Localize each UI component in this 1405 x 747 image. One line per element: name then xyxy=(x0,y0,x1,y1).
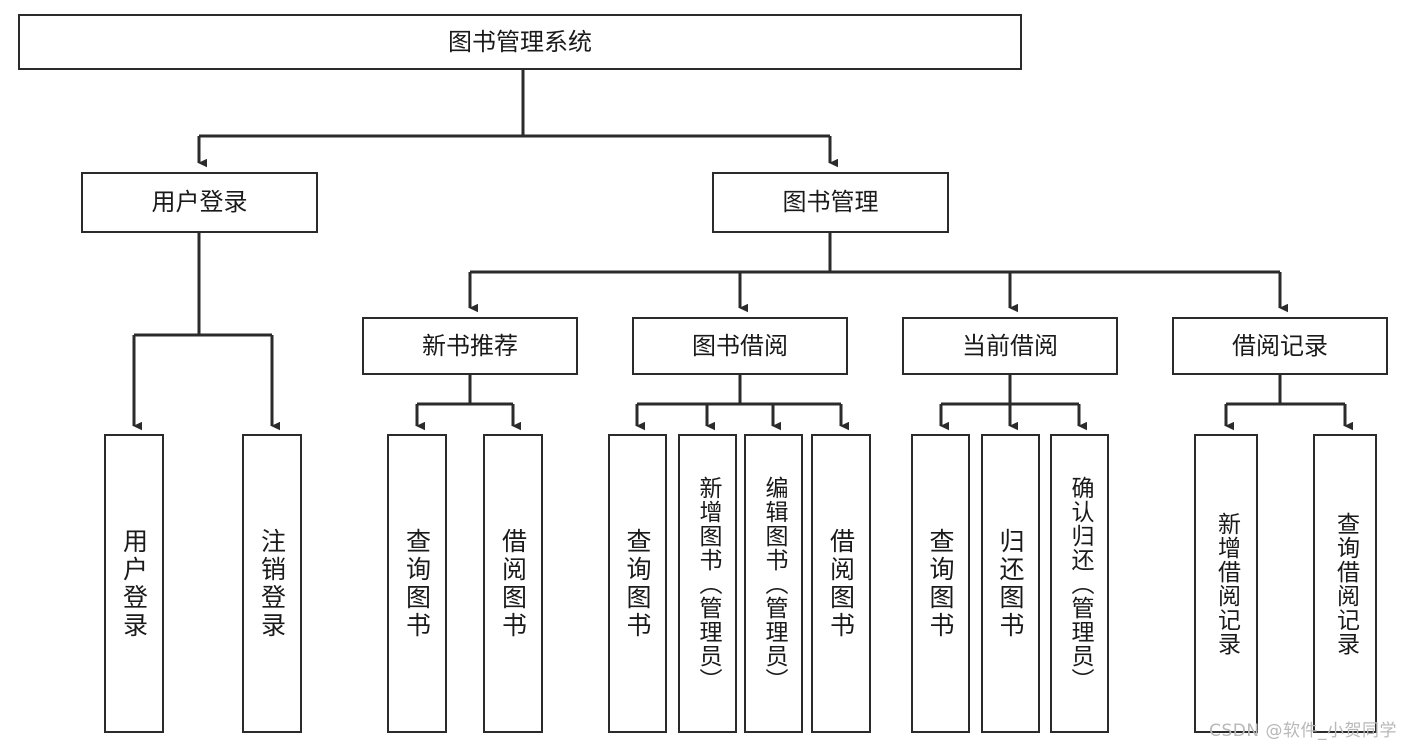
node-label: 查询图书 xyxy=(402,527,432,640)
node-label: 注销登录 xyxy=(257,527,287,640)
node-user-login[interactable]: 用户登录 xyxy=(81,172,318,233)
node-leaf-query-book-borrow[interactable]: 查询图书 xyxy=(608,434,667,733)
node-label: 确认归还（管理员） xyxy=(1067,475,1093,692)
node-label: 用户登录 xyxy=(119,527,149,640)
node-leaf-query-book-current[interactable]: 查询图书 xyxy=(911,434,970,733)
node-leaf-edit-book-admin[interactable]: 编辑图书（管理员） xyxy=(744,434,803,733)
node-new-book-recommend[interactable]: 新书推荐 xyxy=(362,317,578,375)
node-label: 图书管理系统 xyxy=(448,27,592,56)
node-label: 图书管理 xyxy=(782,188,879,217)
node-leaf-user-login[interactable]: 用户登录 xyxy=(104,434,164,733)
node-leaf-add-borrow-record[interactable]: 新增借阅记录 xyxy=(1194,434,1258,733)
node-label: 借阅图书 xyxy=(498,527,528,640)
node-leaf-add-book-admin[interactable]: 新增图书（管理员） xyxy=(678,434,737,733)
node-leaf-logout[interactable]: 注销登录 xyxy=(242,434,302,733)
node-label: 借阅图书 xyxy=(826,527,856,640)
node-leaf-query-book-new[interactable]: 查询图书 xyxy=(387,434,447,733)
csdn-watermark: CSDN @软件_小贺同学 xyxy=(1209,721,1397,741)
node-book-management[interactable]: 图书管理 xyxy=(712,172,949,233)
node-label: 图书借阅 xyxy=(692,331,788,360)
node-leaf-query-borrow-record[interactable]: 查询借阅记录 xyxy=(1313,434,1377,733)
node-label: 新增图书（管理员） xyxy=(695,475,721,692)
node-book-borrow[interactable]: 图书借阅 xyxy=(632,317,848,375)
node-current-borrow[interactable]: 当前借阅 xyxy=(902,317,1118,375)
node-borrow-record[interactable]: 借阅记录 xyxy=(1172,317,1388,375)
node-label: 编辑图书（管理员） xyxy=(761,475,787,692)
node-leaf-borrow-book-new[interactable]: 借阅图书 xyxy=(483,434,543,733)
node-label: 查询图书 xyxy=(623,527,652,640)
node-label: 新书推荐 xyxy=(422,331,518,360)
node-label: 用户登录 xyxy=(151,188,248,217)
node-label: 查询借阅记录 xyxy=(1332,511,1359,656)
node-label: 归还图书 xyxy=(996,527,1025,640)
node-leaf-confirm-return-admin[interactable]: 确认归还（管理员） xyxy=(1050,434,1109,733)
node-label: 借阅记录 xyxy=(1232,331,1328,360)
node-root-system[interactable]: 图书管理系统 xyxy=(18,14,1022,70)
node-leaf-return-book[interactable]: 归还图书 xyxy=(981,434,1040,733)
node-leaf-borrow-book[interactable]: 借阅图书 xyxy=(811,434,871,733)
node-label: 新增借阅记录 xyxy=(1213,511,1240,656)
node-label: 查询图书 xyxy=(926,527,955,640)
node-label: 当前借阅 xyxy=(962,331,1058,360)
